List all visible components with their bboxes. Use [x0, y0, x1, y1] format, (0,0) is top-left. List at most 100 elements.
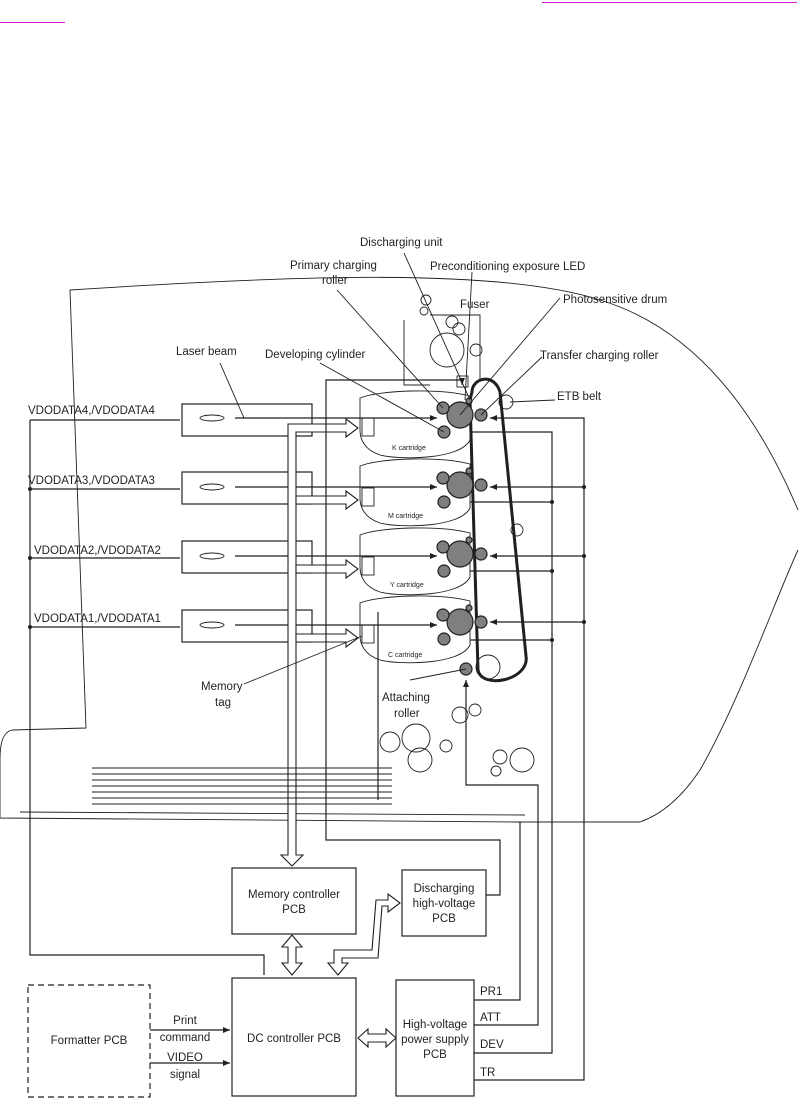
diagram-shape	[403, 252, 471, 401]
diagram-shape	[359, 595, 471, 664]
diagram-shape	[582, 485, 586, 489]
diagram-shape	[474, 547, 488, 561]
label-vdodata3: VDODATA3,/VDODATA3	[28, 475, 155, 487]
diagram-shape	[199, 621, 225, 629]
label-dc-controller: DC controller PCB	[247, 1033, 341, 1045]
diagram-shape	[550, 638, 554, 642]
diagram-shape	[219, 362, 245, 419]
diagram-shape	[474, 478, 488, 492]
label-video-signal: VIDEO	[167, 1052, 203, 1064]
diagram-shape	[29, 420, 265, 975]
discharging-hv-pcb	[401, 869, 487, 937]
diagram-label: command	[160, 1032, 211, 1044]
fuser-frame	[403, 314, 481, 386]
diagram-shape	[243, 635, 363, 685]
diagram-shape	[452, 322, 466, 336]
diagram-shape	[19, 811, 526, 816]
label-att: ATT	[480, 1012, 501, 1024]
diagram-shape	[445, 315, 459, 329]
diagram-shape	[492, 749, 508, 765]
diagram-shape	[325, 379, 501, 896]
label-photosensitive-drum: Photosensitive drum	[563, 294, 667, 306]
label-developing-cylinder: Developing cylinder	[265, 349, 366, 361]
diagram-shape	[451, 706, 469, 724]
label-m-cartridge: M cartridge	[388, 513, 423, 520]
label-y-cartridge: Y cartridge	[390, 582, 424, 589]
formatter-pcb	[27, 984, 151, 1098]
diagram-shape	[379, 731, 401, 753]
label-vdodata2: VDODATA2,/VDODATA2	[34, 545, 161, 557]
diagram-shape	[515, 549, 799, 823]
diagram-label: roller	[394, 708, 420, 720]
diagram-shape	[28, 487, 32, 491]
diagram-shape	[336, 289, 444, 409]
diagram-shape	[401, 723, 431, 753]
label-discharging-hv: Discharging	[414, 883, 475, 895]
diagram-shape	[550, 569, 554, 573]
diagram-shape	[436, 471, 450, 485]
diagram-shape	[436, 608, 450, 622]
c-cartridge	[359, 595, 488, 664]
diagram-shape	[361, 624, 375, 644]
diagram-shape	[199, 552, 225, 560]
diagram-shape	[474, 415, 585, 1081]
dc-discharging-arrow	[326, 892, 401, 976]
diagram-shape	[359, 390, 471, 459]
diagram-shape	[490, 765, 502, 777]
label-memory-tag: Memory	[201, 681, 243, 693]
diagram-label: PCB	[432, 913, 456, 925]
etb-belt	[468, 377, 528, 683]
diagram-label: roller	[322, 275, 348, 287]
diagram-label: PCB	[282, 904, 306, 916]
label-dev: DEV	[480, 1039, 504, 1051]
memory-controller-pcb	[231, 867, 357, 935]
diagram-shape	[439, 739, 453, 753]
diagram-shape	[361, 487, 375, 507]
diagram-shape	[419, 306, 429, 316]
label-k-cartridge: K cartridge	[392, 445, 426, 452]
diagram-shape	[420, 294, 432, 306]
diagram-shape	[510, 523, 524, 537]
label-primary-charging-roller: Primary charging	[290, 260, 377, 272]
diagram-shape	[474, 822, 521, 1001]
top-link-fragment-2[interactable]	[0, 20, 65, 23]
diagram-shape	[279, 417, 359, 867]
dc-hv-arrow	[357, 1027, 397, 1049]
label-fuser: Fuser	[460, 299, 490, 311]
diagram-shape	[465, 397, 473, 405]
diagram-shape	[92, 767, 392, 805]
diagram-shape	[480, 356, 543, 416]
m-cartridge	[359, 458, 488, 527]
label-vdodata4: VDODATA4,/VDODATA4	[28, 405, 156, 417]
diagram-shape	[465, 604, 473, 612]
diagram-shape	[463, 680, 539, 1026]
diagram-shape	[319, 362, 445, 433]
diagram-shape	[437, 632, 451, 646]
diagram-shape	[550, 500, 554, 504]
printer-housing-outline	[69, 276, 799, 511]
diagram-shape	[436, 540, 450, 554]
diagram-shape	[359, 527, 471, 596]
label-attaching-roller: Attaching	[382, 692, 430, 704]
diagram-shape	[509, 747, 535, 773]
label-hv-power: High-voltage	[403, 1019, 468, 1031]
diagram-shape	[465, 467, 473, 475]
printer-housing-left	[0, 289, 516, 823]
label-transfer-charging-roller: Transfer charging roller	[540, 350, 659, 362]
diagram-shape	[28, 556, 32, 560]
diagram-label: power supply	[401, 1034, 469, 1046]
top-link-fragment[interactable]	[542, 0, 797, 3]
diagram-shape	[464, 271, 473, 401]
label-etb-belt: ETB belt	[557, 391, 602, 403]
diagram-shape	[199, 414, 225, 422]
diagram-shape	[446, 540, 474, 568]
paper-tray	[92, 767, 392, 805]
diagram-label: high-voltage	[413, 898, 476, 910]
diagram-shape	[437, 564, 451, 578]
diagram-shape	[407, 747, 433, 773]
diagram-shape	[437, 495, 451, 509]
label-discharging-unit: Discharging unit	[360, 237, 443, 249]
label-preconditioning-led: Preconditioning exposure LED	[430, 261, 585, 273]
diagram-shape	[409, 668, 467, 681]
